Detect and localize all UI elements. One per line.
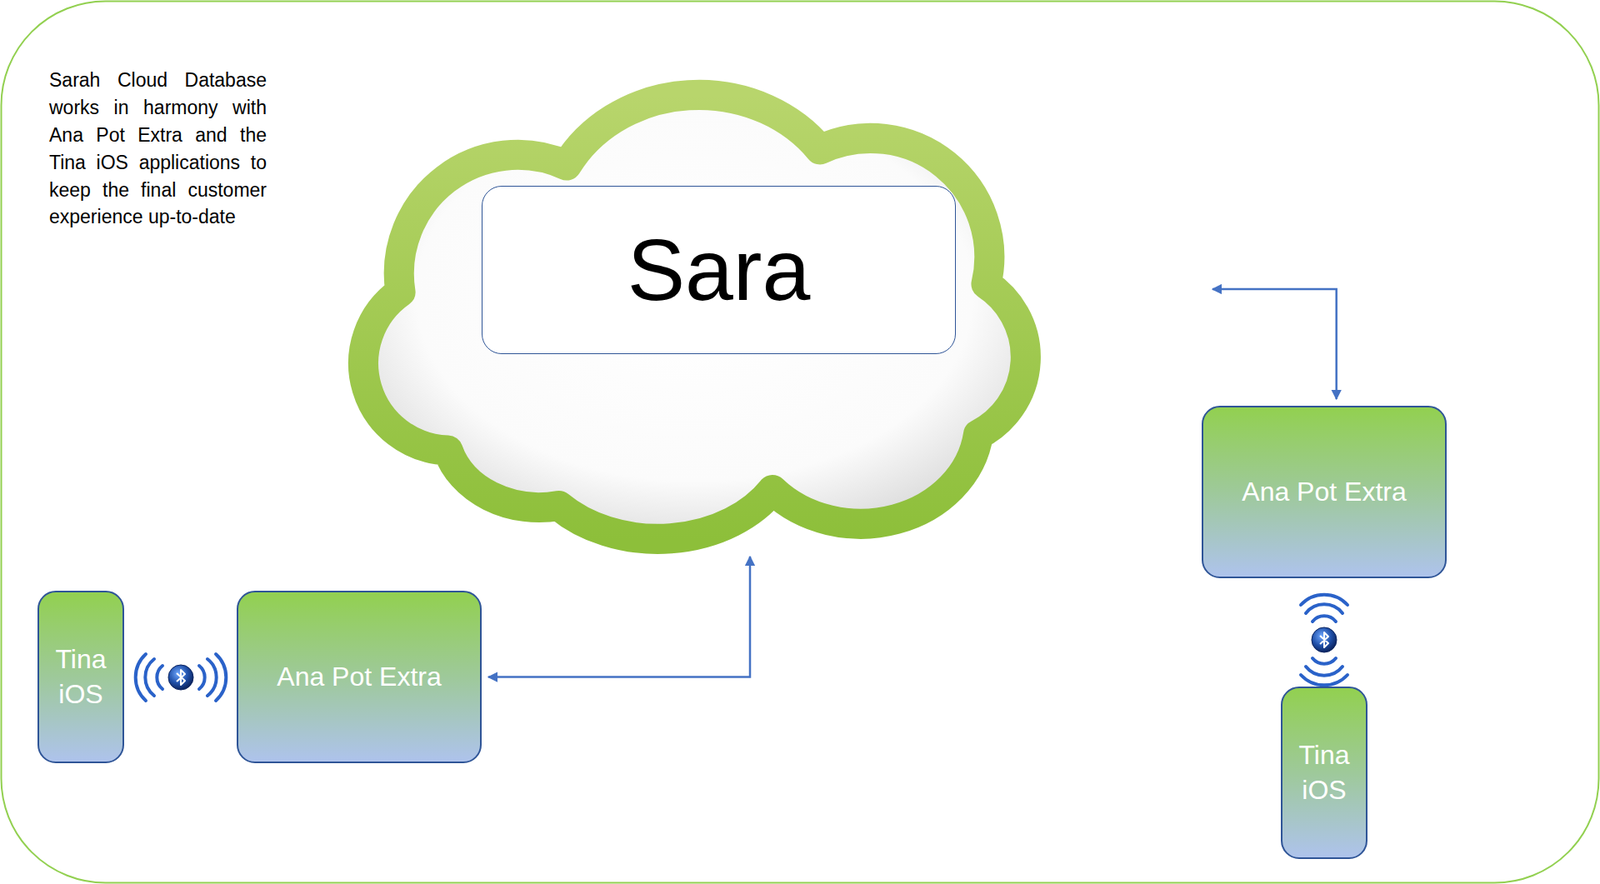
box-label: Tina iOS <box>45 642 116 712</box>
box-label: Tina iOS <box>1289 738 1360 808</box>
process-box: Ana Pot Extra <box>1201 405 1447 579</box>
sync-arrow <box>488 556 750 678</box>
box-label: Ana Pot Extra <box>276 660 441 695</box>
cloud-outline <box>363 95 1026 540</box>
bluetooth-icon <box>1300 595 1348 686</box>
note-text: Sarah Cloud Database works in harmony wi… <box>49 66 267 231</box>
box-label: Ana Pot Extra <box>1241 475 1406 510</box>
process-box: Ana Pot Extra <box>236 590 482 764</box>
cloud-database: Sara <box>316 40 1206 550</box>
device-box: Tina iOS <box>37 590 125 764</box>
sync-arrow <box>1212 289 1337 400</box>
database-name-box: Sara <box>481 185 956 355</box>
bluetooth-icon <box>135 654 227 701</box>
device-box: Tina iOS <box>1280 686 1368 860</box>
